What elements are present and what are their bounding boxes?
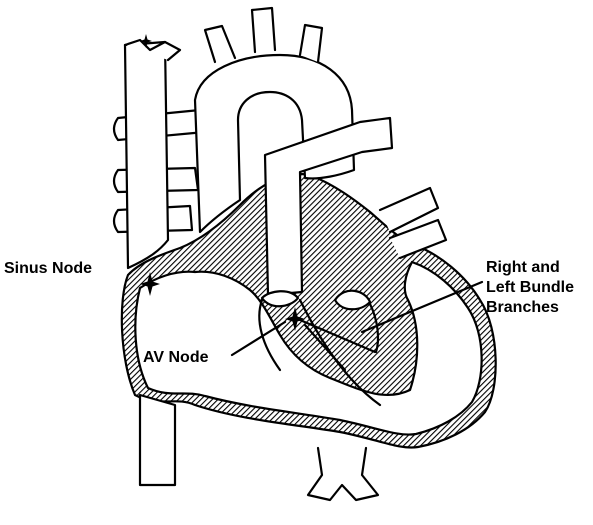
bundle-line-1 [298,318,377,354]
av-node-star-icon [285,307,305,331]
descending-aorta [306,446,380,502]
aortic-branch-3 [298,23,324,64]
sinus-node-star-icon [140,272,160,296]
right-pulmonary-vein-2 [388,218,448,260]
svc-star-icon [140,34,152,48]
valve-leaflet-right [368,302,380,354]
sinus-node-label: Sinus Node [4,260,93,277]
mitral-valve [333,289,372,311]
bundle-branches-line-3: Branches [486,299,559,316]
inferior-vena-cava [138,393,177,487]
bundle-line-2 [303,323,347,372]
superior-vena-cava [123,40,170,270]
right-pulmonary-vein-1 [378,186,440,234]
bundle-pointer [360,280,484,334]
svc-top [123,38,182,62]
tricuspid-valve [260,290,300,308]
av-node-label: AV Node [143,349,209,366]
aortic-arch [193,53,356,234]
bundle-branches-line-1: Right and [486,259,560,276]
valve-leaflet-left [258,298,282,372]
av-node-pointer [230,320,287,357]
bundle-branches-line-2: Left Bundle [486,279,574,296]
bundle-branches-label: Right and Left Bundle Branches [486,258,574,318]
heart-chambers [134,260,483,436]
aortic-branch-2 [250,6,277,54]
aortic-branch-1 [203,24,237,64]
